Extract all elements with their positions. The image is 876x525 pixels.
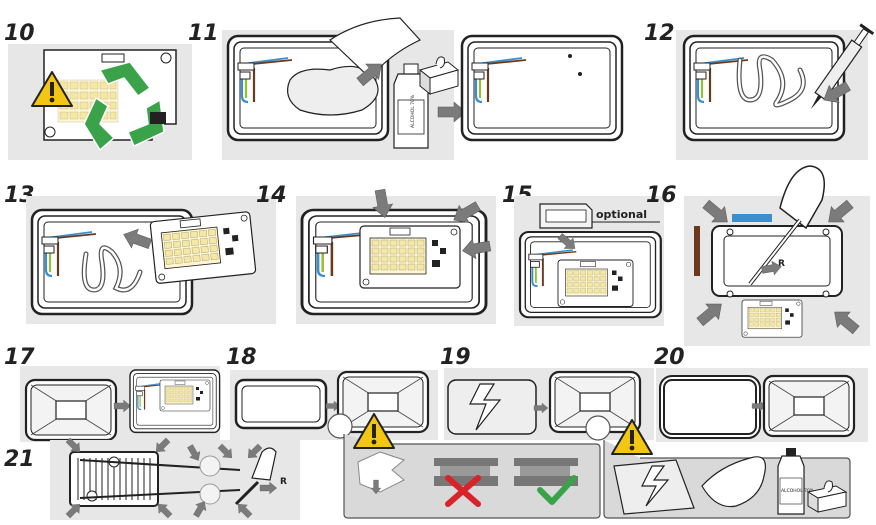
cloth-icon bbox=[287, 65, 379, 116]
check-icon bbox=[537, 475, 577, 505]
step-13: 13 bbox=[4, 183, 276, 324]
step-14: 14 bbox=[256, 183, 496, 324]
step-number-16: 16 bbox=[646, 183, 677, 208]
housing-clean bbox=[460, 34, 624, 142]
glass-cover bbox=[24, 378, 118, 442]
step-number-10: 10 bbox=[4, 21, 35, 46]
alcohol-label-2: ALCOHOL 70% bbox=[781, 488, 815, 494]
rotate-label-21: R bbox=[280, 477, 287, 487]
gasket-detail-correct-fold bbox=[357, 451, 406, 495]
step-21: 21 R bbox=[4, 435, 300, 521]
led-board-installed bbox=[557, 259, 634, 307]
led-board bbox=[741, 299, 803, 338]
alcohol-bottle-icon: ALCOHOL 70% bbox=[393, 63, 429, 149]
screwdriver-icon bbox=[748, 165, 825, 286]
optional-label: optional bbox=[596, 208, 647, 221]
gasket-frame bbox=[659, 375, 761, 439]
led-board-installed bbox=[359, 225, 461, 289]
syringe-icon bbox=[810, 23, 875, 110]
alcohol-label: ALCOHOL 70% bbox=[410, 94, 416, 128]
step-number-17: 17 bbox=[4, 345, 35, 370]
screwdriver-icon bbox=[234, 447, 277, 506]
cover-panel bbox=[613, 459, 695, 515]
step-19: 19 bbox=[440, 345, 654, 441]
optional-connector-box bbox=[539, 203, 593, 229]
cloth-icon bbox=[701, 456, 766, 508]
step-number-20: 20 bbox=[654, 345, 685, 370]
recycle-icon bbox=[83, 61, 166, 152]
glass-cover-installed bbox=[762, 374, 856, 438]
tissue-box-icon bbox=[806, 480, 848, 513]
lightning-icon bbox=[641, 465, 670, 507]
step-17: 17 bbox=[4, 345, 221, 442]
step-20: 20 bbox=[654, 345, 868, 442]
step-number-14: 14 bbox=[256, 183, 287, 208]
step-10: 10 bbox=[4, 21, 192, 160]
step-number-12: 12 bbox=[644, 21, 675, 46]
step-number-21: 21 bbox=[4, 447, 35, 472]
gasket-detail-wrong bbox=[434, 458, 498, 507]
warning-panel-gasket bbox=[343, 413, 601, 519]
step-12: 12 bbox=[644, 21, 875, 160]
rotate-label: R bbox=[778, 259, 785, 269]
step-number-19: 19 bbox=[440, 345, 471, 370]
step-18: 18 bbox=[226, 345, 438, 440]
lightning-icon bbox=[469, 383, 502, 431]
tissue-box-icon bbox=[418, 56, 460, 96]
led-board bbox=[149, 210, 257, 285]
alcohol-bottle-icon: ALCOHOL 70% bbox=[777, 448, 815, 515]
step-number-11: 11 bbox=[188, 21, 219, 46]
step-15: 15 optional bbox=[502, 183, 664, 326]
step-16: 16 R bbox=[646, 165, 870, 346]
gasket-detail-correct bbox=[514, 458, 578, 505]
step-11: 11 ALCOHOL 70% bbox=[188, 17, 624, 160]
cross-icon bbox=[445, 475, 481, 507]
step-number-18: 18 bbox=[226, 345, 257, 370]
warning-panel-cleaning: ALCOHOL 70% bbox=[603, 419, 851, 519]
